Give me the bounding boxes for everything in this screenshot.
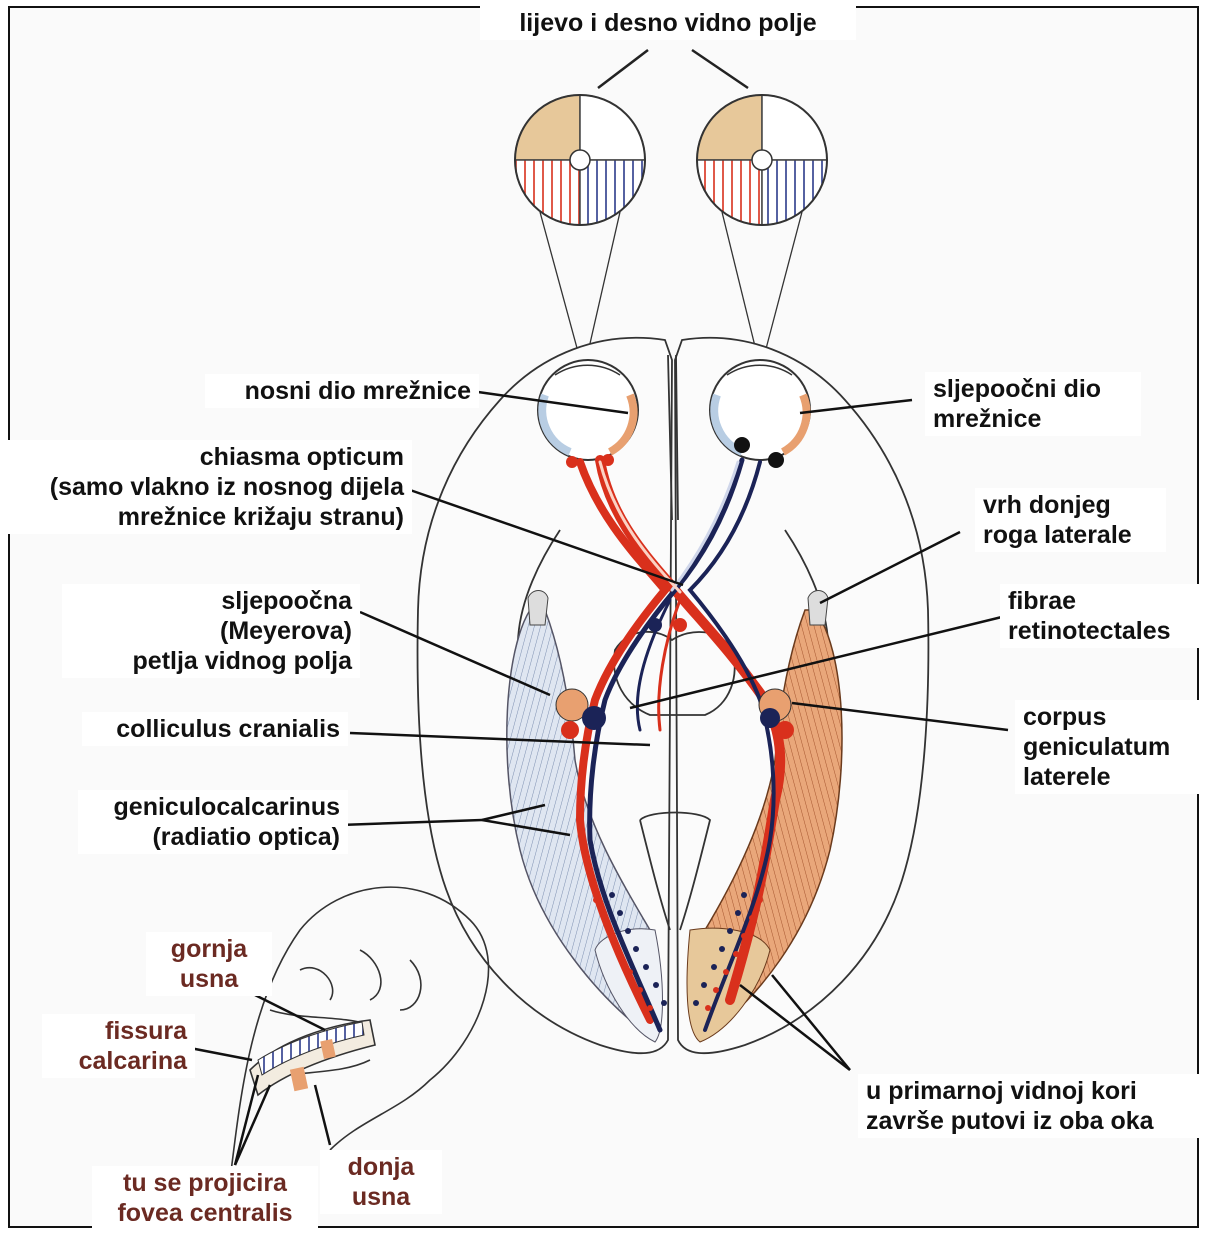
label-calcarine: fissura calcarina — [42, 1014, 195, 1078]
label-temporal-retina: sljepoočni dio mrežnice — [925, 372, 1141, 436]
label-colliculus: colliculus cranialis — [82, 712, 348, 746]
label-visual-fields: lijevo i desno vidno polje — [480, 6, 856, 40]
label-chiasma: chiasma opticum (samo vlakno iz nosnog d… — [4, 440, 412, 534]
label-fovea: tu se projicira fovea centralis — [92, 1166, 318, 1230]
eye-left — [538, 360, 638, 460]
label-meyer-loop: sljepoočna (Meyerova) petlja vidnog polj… — [62, 584, 360, 678]
brain-outline — [418, 338, 929, 1053]
label-primary-cortex: u primarnoj vidnoj kori završe putovi iz… — [858, 1074, 1204, 1138]
label-inferior-horn: vrh donjeg roga laterale — [975, 488, 1166, 552]
label-upper-lip: gornja usna — [146, 932, 272, 996]
label-retinotectal: fibrae retinotectales — [1000, 584, 1206, 648]
label-nasal-retina: nosni dio mrežnice — [205, 374, 479, 408]
visual-field-right — [697, 95, 827, 225]
eye-right — [710, 360, 810, 460]
label-radiation: geniculocalcarinus (radiatio optica) — [78, 790, 348, 854]
visual-field-left — [515, 95, 645, 225]
label-lgn: corpus geniculatum laterele — [1015, 700, 1201, 794]
label-lower-lip: donja usna — [320, 1150, 442, 1214]
